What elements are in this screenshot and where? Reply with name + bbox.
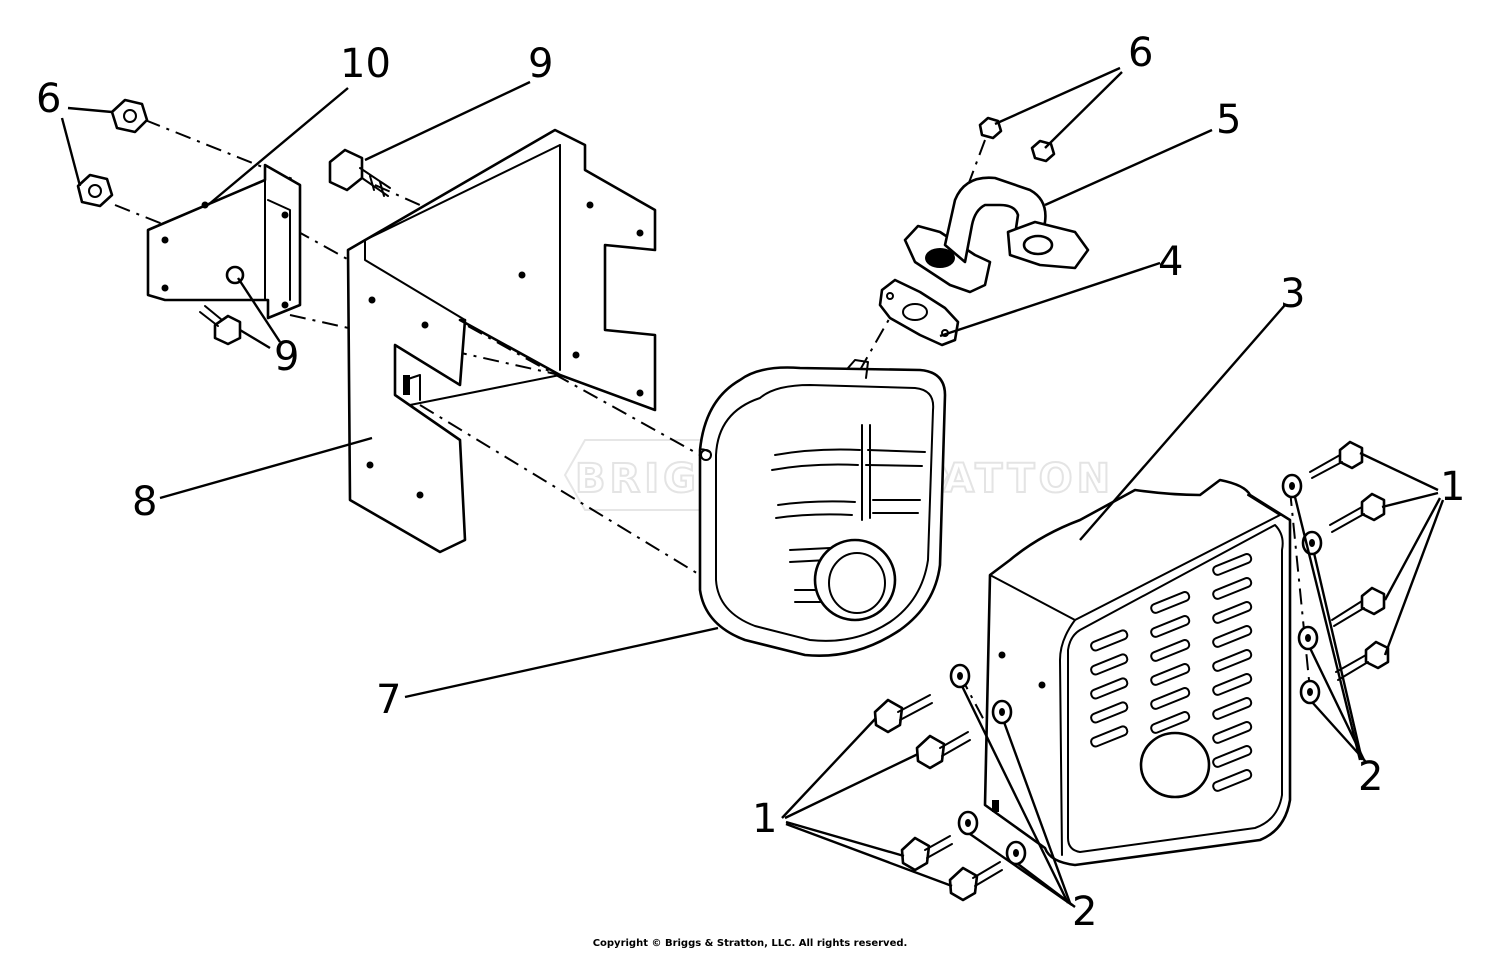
muffler (698, 359, 947, 657)
callout-9-top: 9 (528, 41, 553, 87)
callout-2-right: 2 (1358, 754, 1383, 800)
flange-bolt-icon (199, 305, 242, 346)
exhaust-elbow (903, 176, 1090, 294)
gasket (878, 278, 960, 347)
washer-icon (1299, 679, 1321, 705)
callout-2-left: 2 (1072, 889, 1097, 935)
callout-6-left: 6 (36, 76, 61, 122)
washer-icon (1005, 840, 1027, 866)
hex-nut-icon (978, 116, 1003, 140)
screw-icon (948, 861, 1003, 902)
screw-icon (915, 731, 971, 770)
callout-9-lower: 9 (274, 334, 299, 380)
callout-5: 5 (1216, 97, 1241, 143)
screw-icon (900, 835, 953, 872)
callout-8: 8 (132, 479, 157, 525)
callout-1-right: 1 (1440, 464, 1465, 510)
callout-6-right: 6 (1128, 30, 1153, 76)
callout-4: 4 (1158, 239, 1183, 285)
washer-icon (1281, 473, 1303, 499)
louver-slots (1090, 553, 1253, 792)
washer-icon (1297, 625, 1319, 651)
callout-labels: 6 10 9 9 8 7 6 5 4 3 1 2 1 2 (36, 30, 1465, 935)
washer-icon (991, 699, 1013, 725)
hex-nut-icon (110, 98, 149, 134)
callout-7: 7 (376, 677, 401, 723)
washer-icon (957, 810, 979, 836)
muffler-guard (983, 478, 1292, 867)
bracket-small (146, 163, 302, 320)
screw-icon (1335, 640, 1390, 681)
hex-nut-icon (76, 173, 114, 208)
flange-bolt-icon (328, 148, 391, 197)
screw-icon (1329, 492, 1386, 533)
screw-icon (1309, 440, 1364, 479)
washer-icon (949, 663, 971, 689)
callout-3: 3 (1280, 271, 1305, 317)
copyright-notice: Copyright © Briggs & Stratton, LLC. All … (592, 938, 908, 949)
callout-10: 10 (340, 41, 391, 87)
bracket-large (346, 128, 657, 554)
screw-icon (1331, 586, 1386, 627)
screw-icon (873, 694, 933, 734)
callout-1-left: 1 (752, 796, 777, 842)
leader-lines (60, 66, 1445, 908)
